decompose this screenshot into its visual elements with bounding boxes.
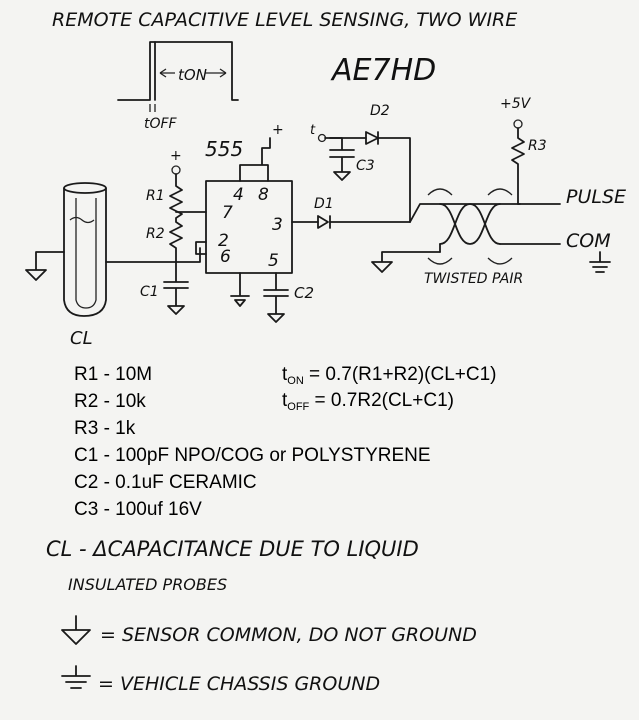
plus5v-label: +5V [500, 96, 532, 112]
part-r2: R2 - 10k [74, 391, 146, 412]
part-r1: R1 - 10M [74, 364, 152, 385]
c2-label: C2 [294, 284, 314, 302]
pulse-label: PULSE [566, 186, 626, 208]
pin-7: 7 [222, 203, 233, 223]
note-chassis-ground: = VEHICLE CHASSIS GROUND [98, 673, 380, 695]
ic-555: 555 4 8 7 3 2 6 5 + [205, 122, 293, 307]
note-sensor-common: = SENSOR COMMON, DO NOT GROUND [100, 624, 477, 646]
twisted-pair: TWISTED PAIR [424, 188, 561, 287]
output-stage: D1 D2 t C3 [291, 103, 521, 273]
ton-label: tON [178, 66, 207, 84]
c3-label: C3 [356, 158, 375, 174]
parts-list: R1 - 10M R2 - 10k R3 - 1k C1 - 100pF NPO… [74, 364, 431, 520]
pin-4: 4 [233, 185, 244, 205]
ic-name: 555 [205, 137, 243, 161]
chassis-ground-symbol [61, 665, 91, 689]
r1-label: R1 [146, 188, 165, 204]
toff-label: tOFF [144, 116, 178, 132]
part-r3: R3 - 1k [74, 418, 136, 439]
twisted-pair-label: TWISTED PAIR [424, 271, 523, 287]
sensor-common-symbol [61, 615, 91, 645]
pin-5: 5 [268, 251, 279, 271]
part-c2: C2 - 0.1uF CERAMIC [74, 472, 257, 493]
r1-plus: + [170, 148, 182, 164]
pin-8: 8 [258, 185, 269, 205]
timing-waveform: tON tOFF [117, 41, 239, 132]
pin-2: 2 [218, 231, 229, 251]
diagram-title: REMOTE CAPACITIVE LEVEL SENSING, TWO WIR… [52, 9, 517, 31]
r2-label: R2 [146, 226, 165, 242]
notes: CL - ΔCAPACITANCE DUE TO LIQUID INSULATE… [46, 537, 477, 695]
pin-3: 3 [272, 215, 283, 235]
pin-6: 6 [220, 247, 231, 267]
part-c3: C3 - 100uf 16V [74, 499, 202, 520]
probe-tube: CL [25, 182, 177, 349]
timing-formulas: tON = 0.7(R1+R2)(CL+C1) tOFF = 0.7R2(CL+… [282, 364, 497, 413]
cl-label: CL [70, 328, 93, 349]
note-insulated: INSULATED PROBES [68, 575, 227, 594]
r3-pullup: +5V R3 PULSE COM [500, 96, 626, 273]
d2-label: D2 [370, 103, 390, 119]
d1-label: D1 [314, 196, 334, 212]
note-cl: CL - ΔCAPACITANCE DUE TO LIQUID [46, 537, 419, 561]
toff-formula: tOFF = 0.7R2(CL+C1) [282, 390, 454, 413]
part-c1: C1 - 100pF NPO/COG or POLYSTYRENE [74, 445, 431, 466]
com-label: COM [566, 230, 611, 252]
author-callsign: AE7HD [330, 53, 436, 88]
c2-capacitor: C2 [263, 272, 314, 323]
vcc-plus-chip: + [272, 122, 284, 138]
c3-t: t [310, 123, 316, 138]
c1-label: C1 [140, 284, 159, 300]
ton-formula: tON = 0.7(R1+R2)(CL+C1) [282, 364, 497, 387]
r1-r2-divider: + R1 R2 C1 [140, 148, 207, 315]
r3-label: R3 [528, 138, 547, 154]
